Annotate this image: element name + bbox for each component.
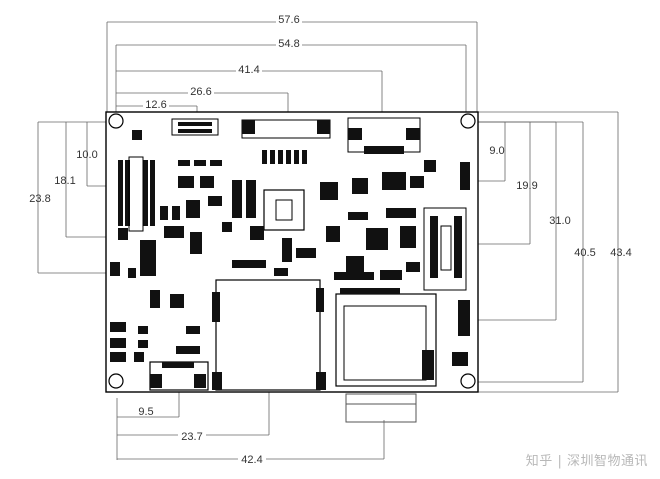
watermark: 知乎 | 深圳智物通讯 [526, 450, 648, 469]
watermark-separator: | [557, 454, 563, 469]
dim-bottom-23-7: 23.7 [181, 431, 202, 443]
top-connector-hdmi [241, 119, 331, 164]
pcb-board [105, 111, 479, 423]
dim-top-12-6: 12.6 [145, 99, 166, 111]
top-connector-usb [347, 117, 421, 154]
dimension-labels: 57.6 54.8 41.4 26.6 12.6 10.0 18.1 23.8 … [29, 12, 632, 466]
dim-top-26-6: 26.6 [190, 86, 211, 98]
dimension-lines [37, 21, 619, 460]
dim-right-43-4: 43.4 [610, 247, 631, 259]
smd-components [110, 130, 470, 366]
watermark-platform: 知乎 [525, 454, 553, 469]
dim-top-57-6: 57.6 [278, 14, 299, 26]
dim-top-54-8: 54.8 [278, 38, 299, 50]
dim-right-31-0: 31.0 [549, 215, 570, 227]
dim-right-40-5: 40.5 [574, 247, 595, 259]
chip-main [263, 189, 305, 231]
sd-slot-right [335, 288, 437, 387]
dim-right-9-0: 9.0 [489, 145, 504, 157]
top-connector-left [171, 118, 219, 136]
bottom-card-edge [345, 393, 417, 423]
mount-hole-top-right [460, 113, 476, 129]
watermark-author: 深圳智物通讯 [566, 454, 648, 469]
sd-slot-center [212, 279, 326, 391]
micro-usb [149, 361, 209, 391]
dim-left-18-1: 18.1 [54, 175, 75, 187]
dim-left-23-8: 23.8 [29, 193, 50, 205]
dim-top-41-4: 41.4 [238, 64, 259, 76]
mount-hole-top-left [108, 113, 124, 129]
mount-hole-bottom-right [460, 373, 476, 389]
right-connector [423, 207, 467, 291]
dim-right-19-9: 19.9 [516, 180, 537, 192]
dim-left-10-0: 10.0 [76, 149, 97, 161]
mount-hole-bottom-left [108, 373, 124, 389]
dim-bottom-9-5: 9.5 [138, 406, 153, 418]
dim-bottom-42-4: 42.4 [241, 454, 262, 466]
left-pin-header [118, 156, 155, 232]
